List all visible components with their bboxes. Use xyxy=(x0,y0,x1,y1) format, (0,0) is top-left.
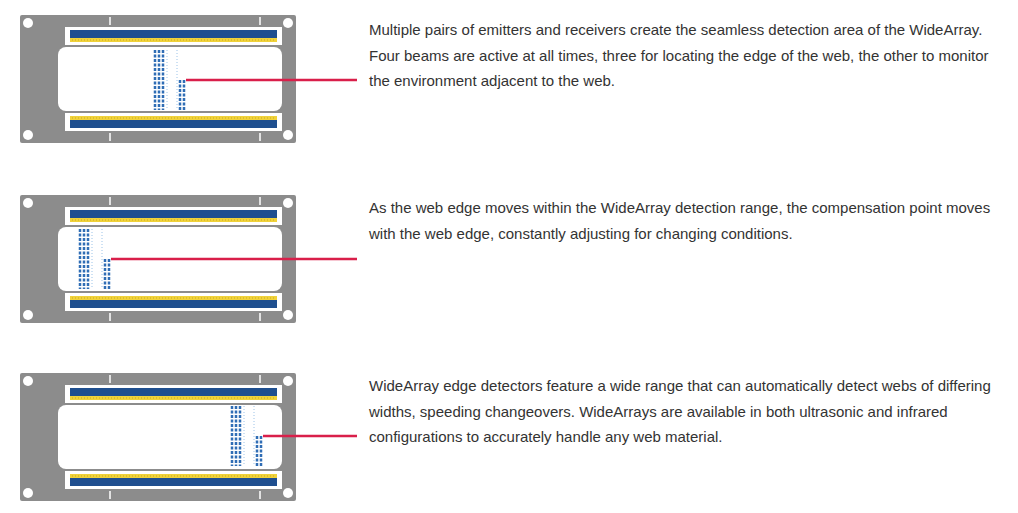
leader-line xyxy=(263,435,357,438)
sensor-beams xyxy=(80,229,109,289)
description-text: As the web edge moves within the WideArr… xyxy=(369,195,1004,246)
leader-line xyxy=(111,258,357,261)
sensor-beams xyxy=(155,50,184,110)
sensor-beams xyxy=(232,406,261,466)
description-text: WideArray edge detectors feature a wide … xyxy=(369,373,1004,450)
sensor-frame xyxy=(20,373,296,501)
description-text: Multiple pairs of emitters and receivers… xyxy=(369,17,1004,94)
sensor-panel xyxy=(20,373,296,501)
leader-line xyxy=(186,79,357,82)
